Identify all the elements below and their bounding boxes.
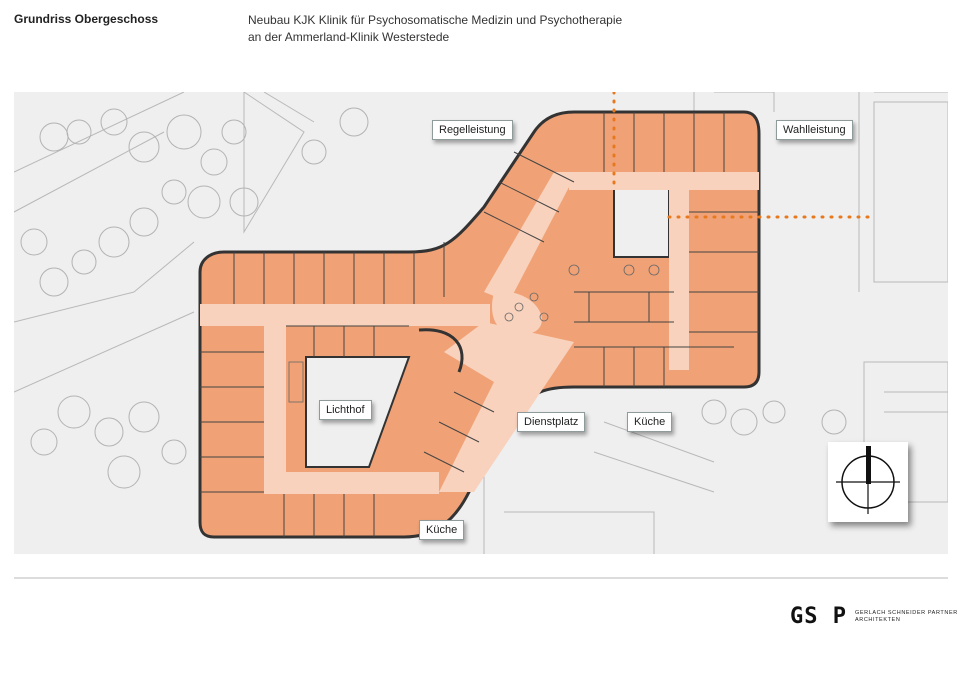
furniture [288, 264, 660, 403]
label-kueche-south: Küche [419, 520, 465, 540]
compass-icon [836, 446, 900, 514]
project-subtitle: Neubau KJK Klinik für Psychosomatische M… [248, 12, 622, 46]
room-partitions [200, 112, 759, 537]
plan-title: Grundriss Obergeschoss [14, 12, 159, 26]
label-lichthof: Lichthof [319, 400, 372, 420]
floor-plan-drawing [14, 92, 948, 554]
section-markers [612, 92, 876, 219]
north-arrow [828, 442, 908, 522]
east-void [613, 186, 670, 258]
subtitle-line-2: an der Ammerland-Klinik Westerstede [248, 30, 450, 44]
logo-line-1: GERLACH SCHNEIDER PARTNER [854, 609, 958, 616]
corridors [200, 172, 759, 494]
logo-mark: GS P [790, 604, 847, 629]
logo-line-2: ARCHITEKTEN [854, 616, 901, 623]
trees [20, 107, 847, 489]
label-wahlleistung: Wahlleistung [776, 120, 853, 140]
label-regelleistung: Regelleistung [432, 120, 513, 140]
label-dienstplatz: Dienstplatz [517, 412, 586, 432]
footer-divider [14, 577, 948, 579]
logo-text: GERLACH SCHNEIDER PARTNER ARCHITEKTEN [855, 610, 958, 624]
subtitle-line-1: Neubau KJK Klinik für Psychosomatische M… [248, 13, 623, 27]
spiral-stair [418, 328, 464, 373]
label-kueche-east: Küche [627, 412, 673, 432]
site-context [14, 92, 948, 554]
gsp-logo: GS P GERLACH SCHNEIDER PARTNER ARCHITEKT… [790, 604, 958, 629]
floor-plan: Regelleistung Wahlleistung Lichthof Dien… [14, 92, 948, 554]
